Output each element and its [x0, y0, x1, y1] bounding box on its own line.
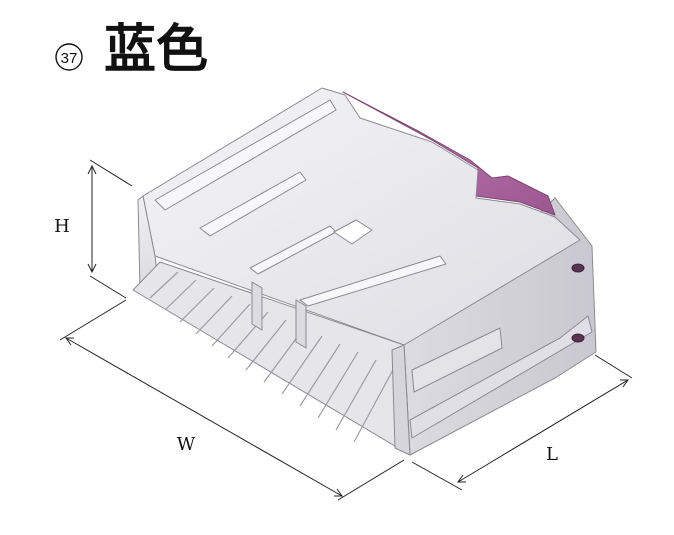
slot-line: [179, 287, 215, 323]
contact-slots: [149, 271, 395, 443]
label-l: L: [546, 444, 558, 465]
slot-line: [211, 303, 251, 347]
slot-line: [195, 295, 233, 335]
l-arrow-right: [620, 379, 629, 388]
slot-line: [335, 359, 377, 431]
clip-hole: [571, 333, 585, 343]
top-window: [333, 219, 373, 245]
h-arrow-bottom: [87, 263, 97, 274]
header: 37 蓝色: [55, 19, 208, 80]
slot-line: [149, 271, 179, 299]
w-extension-right: [337, 459, 405, 501]
label-h: H: [54, 216, 70, 237]
clip-hole: [571, 263, 585, 273]
h-arrow-top: [87, 164, 97, 175]
top-rib: [299, 255, 447, 307]
page-title: 蓝色: [104, 19, 208, 80]
h-extension-bottom: [89, 275, 127, 299]
w-arrow-left: [65, 337, 74, 346]
l-extension-right: [594, 354, 633, 379]
slot-line: [299, 343, 341, 407]
slot-line: [164, 279, 197, 311]
l-dimension-line: [457, 379, 629, 483]
slot-line: [317, 351, 359, 419]
item-number: 37: [61, 50, 78, 67]
side-rail: [409, 315, 593, 439]
slot-line: [353, 367, 395, 443]
connector-body: [132, 87, 597, 456]
slot-line: [245, 319, 287, 371]
w-arrow-right: [334, 488, 343, 497]
front-lip: [391, 344, 411, 456]
w-dimension-line: [65, 337, 343, 497]
top-rib: [154, 99, 337, 211]
label-w: W: [177, 434, 196, 455]
top-rib: [199, 171, 307, 237]
dimension-lines: [59, 159, 633, 501]
side-rail: [411, 327, 503, 393]
l-arrow-left: [457, 474, 466, 483]
slot-line: [281, 335, 323, 395]
w-extension-left: [59, 299, 127, 341]
l-extension-left: [411, 461, 463, 491]
number-badge: [55, 43, 83, 71]
h-extension-top: [89, 159, 133, 187]
latch-purple: [342, 91, 556, 216]
divider-post: [251, 281, 263, 331]
divider-post: [295, 299, 307, 349]
